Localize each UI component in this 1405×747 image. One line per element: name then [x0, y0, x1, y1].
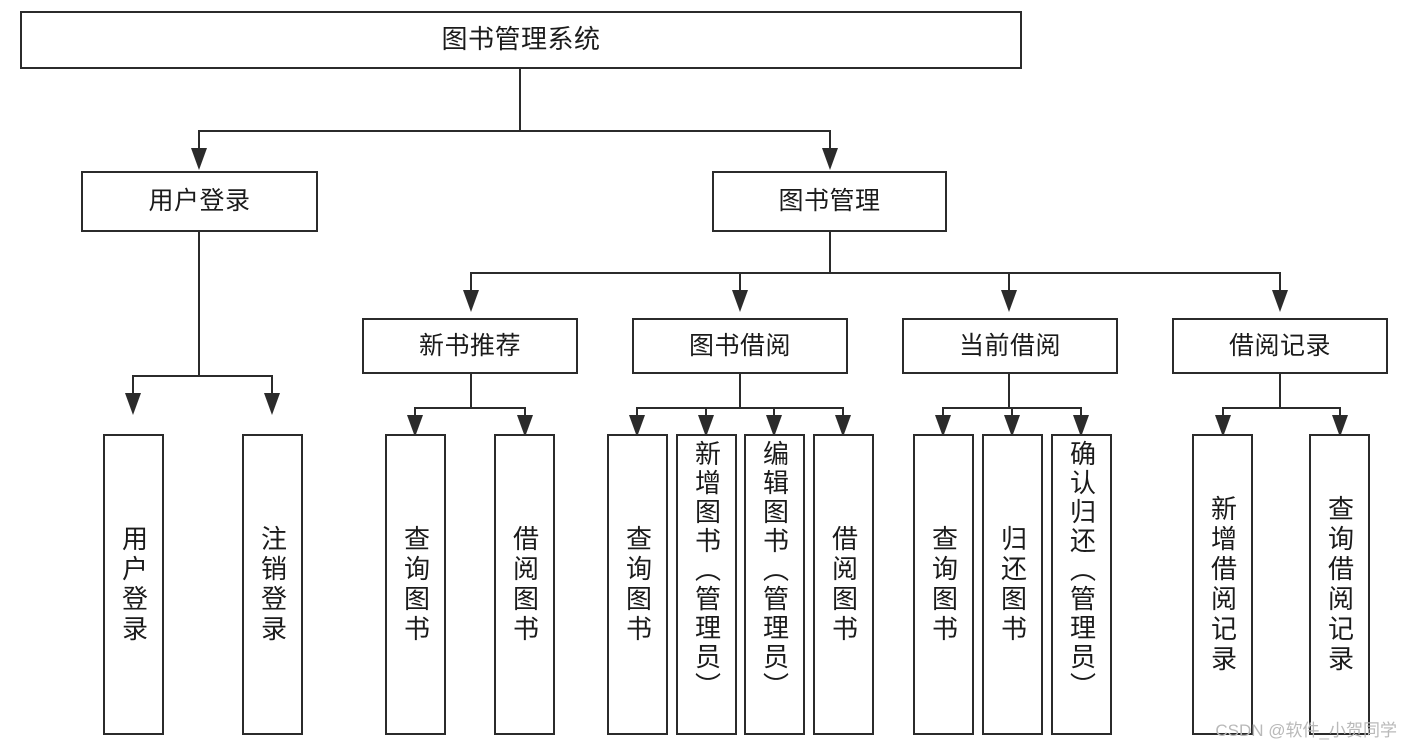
- arrow-bm-to-current: [1001, 290, 1017, 312]
- arrow-borrow-to-leaf1: [629, 415, 645, 437]
- connector-user-login-trunk: [198, 232, 200, 377]
- node-leaf-query-book-1[interactable]: 查询图书: [385, 434, 446, 735]
- node-leaf-query-record-label: 查询借阅记录: [1324, 494, 1355, 675]
- node-leaf-add-record[interactable]: 新增借阅记录: [1192, 434, 1253, 735]
- connector-bm-to-record: [1279, 272, 1281, 294]
- arrow-borrow-to-leaf3: [766, 415, 782, 437]
- connector-book-manage-bus: [470, 272, 1280, 274]
- node-leaf-logout[interactable]: 注销登录: [242, 434, 303, 735]
- node-leaf-query-book-3-label: 查询图书: [928, 524, 959, 645]
- csdn-watermark: CSDN @软件_小贺同学: [1215, 721, 1397, 740]
- node-book-manage-label: 图书管理: [778, 187, 881, 216]
- node-leaf-user-login[interactable]: 用户登录: [103, 434, 164, 735]
- connector-borrow-bus: [636, 407, 843, 409]
- node-leaf-confirm-return-admin-label: 确认归还（管理员）: [1066, 440, 1097, 701]
- connector-root-to-book-manage: [829, 130, 831, 152]
- node-root-label: 图书管理系统: [441, 24, 601, 55]
- node-leaf-borrow-book-2[interactable]: 借阅图书: [813, 434, 874, 735]
- node-leaf-add-book-admin-label: 新增图书（管理员）: [691, 440, 722, 701]
- connector-book-manage-trunk: [829, 232, 831, 274]
- node-new-book-recommend[interactable]: 新书推荐: [362, 318, 578, 374]
- connector-bm-to-current: [1008, 272, 1010, 294]
- node-root[interactable]: 图书管理系统: [20, 11, 1022, 69]
- node-leaf-borrow-book-1-label: 借阅图书: [509, 524, 540, 645]
- connector-root-trunk: [519, 69, 521, 131]
- node-leaf-query-book-1-label: 查询图书: [400, 524, 431, 645]
- node-leaf-edit-book-admin-label: 编辑图书（管理员）: [759, 440, 790, 701]
- arrow-newbook-to-leaf1: [407, 415, 423, 437]
- connector-borrow-trunk: [739, 374, 741, 409]
- connector-root-bus: [198, 130, 830, 132]
- arrow-record-to-leaf1: [1215, 415, 1231, 437]
- connector-user-login-bus: [132, 375, 272, 377]
- arrow-current-to-leaf1: [935, 415, 951, 437]
- arrow-bm-to-newbook: [463, 290, 479, 312]
- arrow-user-login-to-leaf2: [264, 393, 280, 415]
- connector-root-to-user-login: [198, 130, 200, 152]
- arrow-root-to-user-login: [191, 148, 207, 170]
- node-leaf-query-book-3[interactable]: 查询图书: [913, 434, 974, 735]
- connector-bm-to-newbook: [470, 272, 472, 294]
- arrow-record-to-leaf2: [1332, 415, 1348, 437]
- arrow-current-to-leaf2: [1004, 415, 1020, 437]
- node-current-borrow-label: 当前借阅: [958, 331, 1061, 360]
- node-user-login-label: 用户登录: [148, 187, 251, 216]
- connector-user-login-to-leaf1: [132, 375, 134, 397]
- node-borrow-record-label: 借阅记录: [1228, 331, 1331, 360]
- node-new-book-recommend-label: 新书推荐: [418, 331, 521, 360]
- node-leaf-borrow-book-1[interactable]: 借阅图书: [494, 434, 555, 735]
- node-book-manage[interactable]: 图书管理: [712, 171, 947, 232]
- node-leaf-query-book-2[interactable]: 查询图书: [607, 434, 668, 735]
- connector-record-bus: [1222, 407, 1340, 409]
- arrow-newbook-to-leaf2: [517, 415, 533, 437]
- arrow-current-to-leaf3: [1073, 415, 1089, 437]
- connector-user-login-to-leaf2: [271, 375, 273, 397]
- node-book-borrow-label: 图书借阅: [688, 331, 791, 360]
- node-book-borrow[interactable]: 图书借阅: [632, 318, 848, 374]
- node-leaf-query-book-2-label: 查询图书: [622, 524, 653, 645]
- node-user-login[interactable]: 用户登录: [81, 171, 318, 232]
- connector-current-trunk: [1008, 374, 1010, 409]
- node-leaf-user-login-label: 用户登录: [118, 524, 149, 645]
- arrow-user-login-to-leaf1: [125, 393, 141, 415]
- connector-newbook-bus: [414, 407, 526, 409]
- node-leaf-add-book-admin[interactable]: 新增图书（管理员）: [676, 434, 737, 735]
- node-leaf-logout-label: 注销登录: [257, 524, 288, 645]
- node-leaf-confirm-return-admin[interactable]: 确认归还（管理员）: [1051, 434, 1112, 735]
- arrow-bm-to-borrow: [732, 290, 748, 312]
- node-leaf-borrow-book-2-label: 借阅图书: [828, 524, 859, 645]
- arrow-root-to-book-manage: [822, 148, 838, 170]
- connector-bm-to-borrow: [739, 272, 741, 294]
- arrow-borrow-to-leaf2: [698, 415, 714, 437]
- arrow-bm-to-record: [1272, 290, 1288, 312]
- connector-record-trunk: [1279, 374, 1281, 409]
- node-leaf-return-book-label: 归还图书: [997, 524, 1028, 645]
- arrow-borrow-to-leaf4: [835, 415, 851, 437]
- node-current-borrow[interactable]: 当前借阅: [902, 318, 1118, 374]
- node-leaf-return-book[interactable]: 归还图书: [982, 434, 1043, 735]
- node-leaf-edit-book-admin[interactable]: 编辑图书（管理员）: [744, 434, 805, 735]
- node-borrow-record[interactable]: 借阅记录: [1172, 318, 1388, 374]
- connector-newbook-trunk: [470, 374, 472, 409]
- node-leaf-add-record-label: 新增借阅记录: [1207, 494, 1238, 675]
- node-leaf-query-record[interactable]: 查询借阅记录: [1309, 434, 1370, 735]
